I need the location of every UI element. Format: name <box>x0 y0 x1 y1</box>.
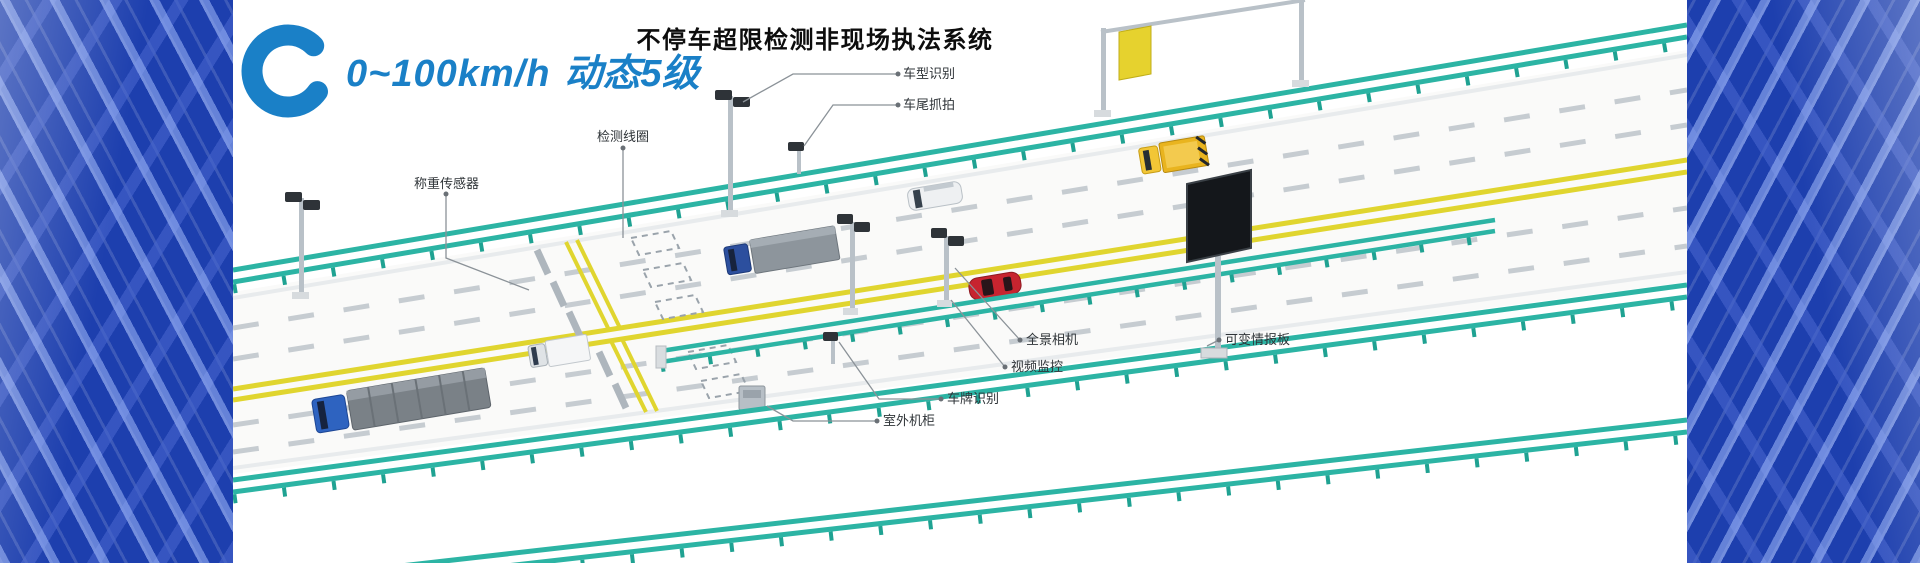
speed-camera-icon <box>854 222 870 232</box>
camera-pole-front <box>715 90 750 217</box>
video-camera-icon <box>948 236 964 246</box>
page-title: 不停车超限检测非现场执法系统 <box>636 27 994 54</box>
rear-capture-camera <box>788 142 804 174</box>
speed-camera-icon <box>285 192 302 202</box>
truck-white-box <box>527 334 591 368</box>
far-guardrail <box>233 22 1687 294</box>
right-blue-truss-panel <box>1687 0 1920 563</box>
camera-pole-median-1 <box>837 214 870 315</box>
callout-line-vehicle-type <box>742 73 898 103</box>
speed-camera-icon <box>303 200 320 210</box>
callout-line-weigh-sensor <box>445 194 530 291</box>
callout-lines <box>445 73 1220 422</box>
speed-range-label: 0~100km/h <box>346 52 551 95</box>
callout-dots <box>443 71 1222 424</box>
detection-zone-lines <box>564 239 659 413</box>
callout-line-video-surveillance <box>950 299 1006 368</box>
car-red <box>968 271 1022 301</box>
near-guardrail <box>233 282 1687 504</box>
label-video-surveillance: 视频监控 <box>1011 359 1064 374</box>
median-guardrail <box>655 217 1496 372</box>
label-detection-coil: 检测线圈 <box>597 129 650 144</box>
van-white <box>907 181 963 211</box>
label-plate-recognition: 车牌识别 <box>947 391 1000 406</box>
callout-line-outdoor-cabinet <box>766 405 877 422</box>
truck-gray <box>723 225 841 276</box>
left-blue-truss-panel <box>0 0 233 563</box>
plate-camera <box>823 332 838 364</box>
truck-yellow-dump <box>1138 135 1210 175</box>
speed-camera-icon <box>715 90 732 100</box>
outdoor-cabinet-box <box>738 385 766 411</box>
truck-blue-trailer <box>311 367 492 434</box>
sign-gantry <box>1094 0 1309 117</box>
road-surface <box>233 50 1687 474</box>
callout-line-plate-recognition <box>838 341 941 400</box>
callout-line-panoramic-camera <box>954 267 1021 341</box>
label-outdoor-cabinet: 室外机柜 <box>883 413 936 428</box>
label-rear-capture: 车尾抓拍 <box>903 97 956 112</box>
camera-pole-left <box>285 192 320 299</box>
speed-camera-icon <box>733 97 750 107</box>
variable-message-sign-board <box>1186 168 1252 359</box>
outer-guardrail <box>404 417 1687 563</box>
highway-illustration <box>233 0 1687 563</box>
speed-logo: 0~100km/h 动态5级 <box>236 14 700 124</box>
weigh-sensors <box>533 248 630 410</box>
callout-line-rear-capture <box>803 104 898 147</box>
label-vehicle-type-recognition: 车型识别 <box>903 66 956 81</box>
yellow-road-sign <box>1118 25 1152 81</box>
label-variable-message-sign: 可变情报板 <box>1225 332 1291 347</box>
speed-camera-icon <box>837 214 853 224</box>
camera-pole-median-2 <box>931 228 964 307</box>
label-panoramic-camera: 全景相机 <box>1026 332 1079 347</box>
panoramic-camera-icon <box>931 228 947 238</box>
gauge-c-icon <box>241 24 335 118</box>
dynamic-grade-label: 动态5级 <box>564 52 700 95</box>
label-weigh-sensor: 称重传感器 <box>414 176 480 191</box>
road-edge-lines <box>233 53 1687 470</box>
